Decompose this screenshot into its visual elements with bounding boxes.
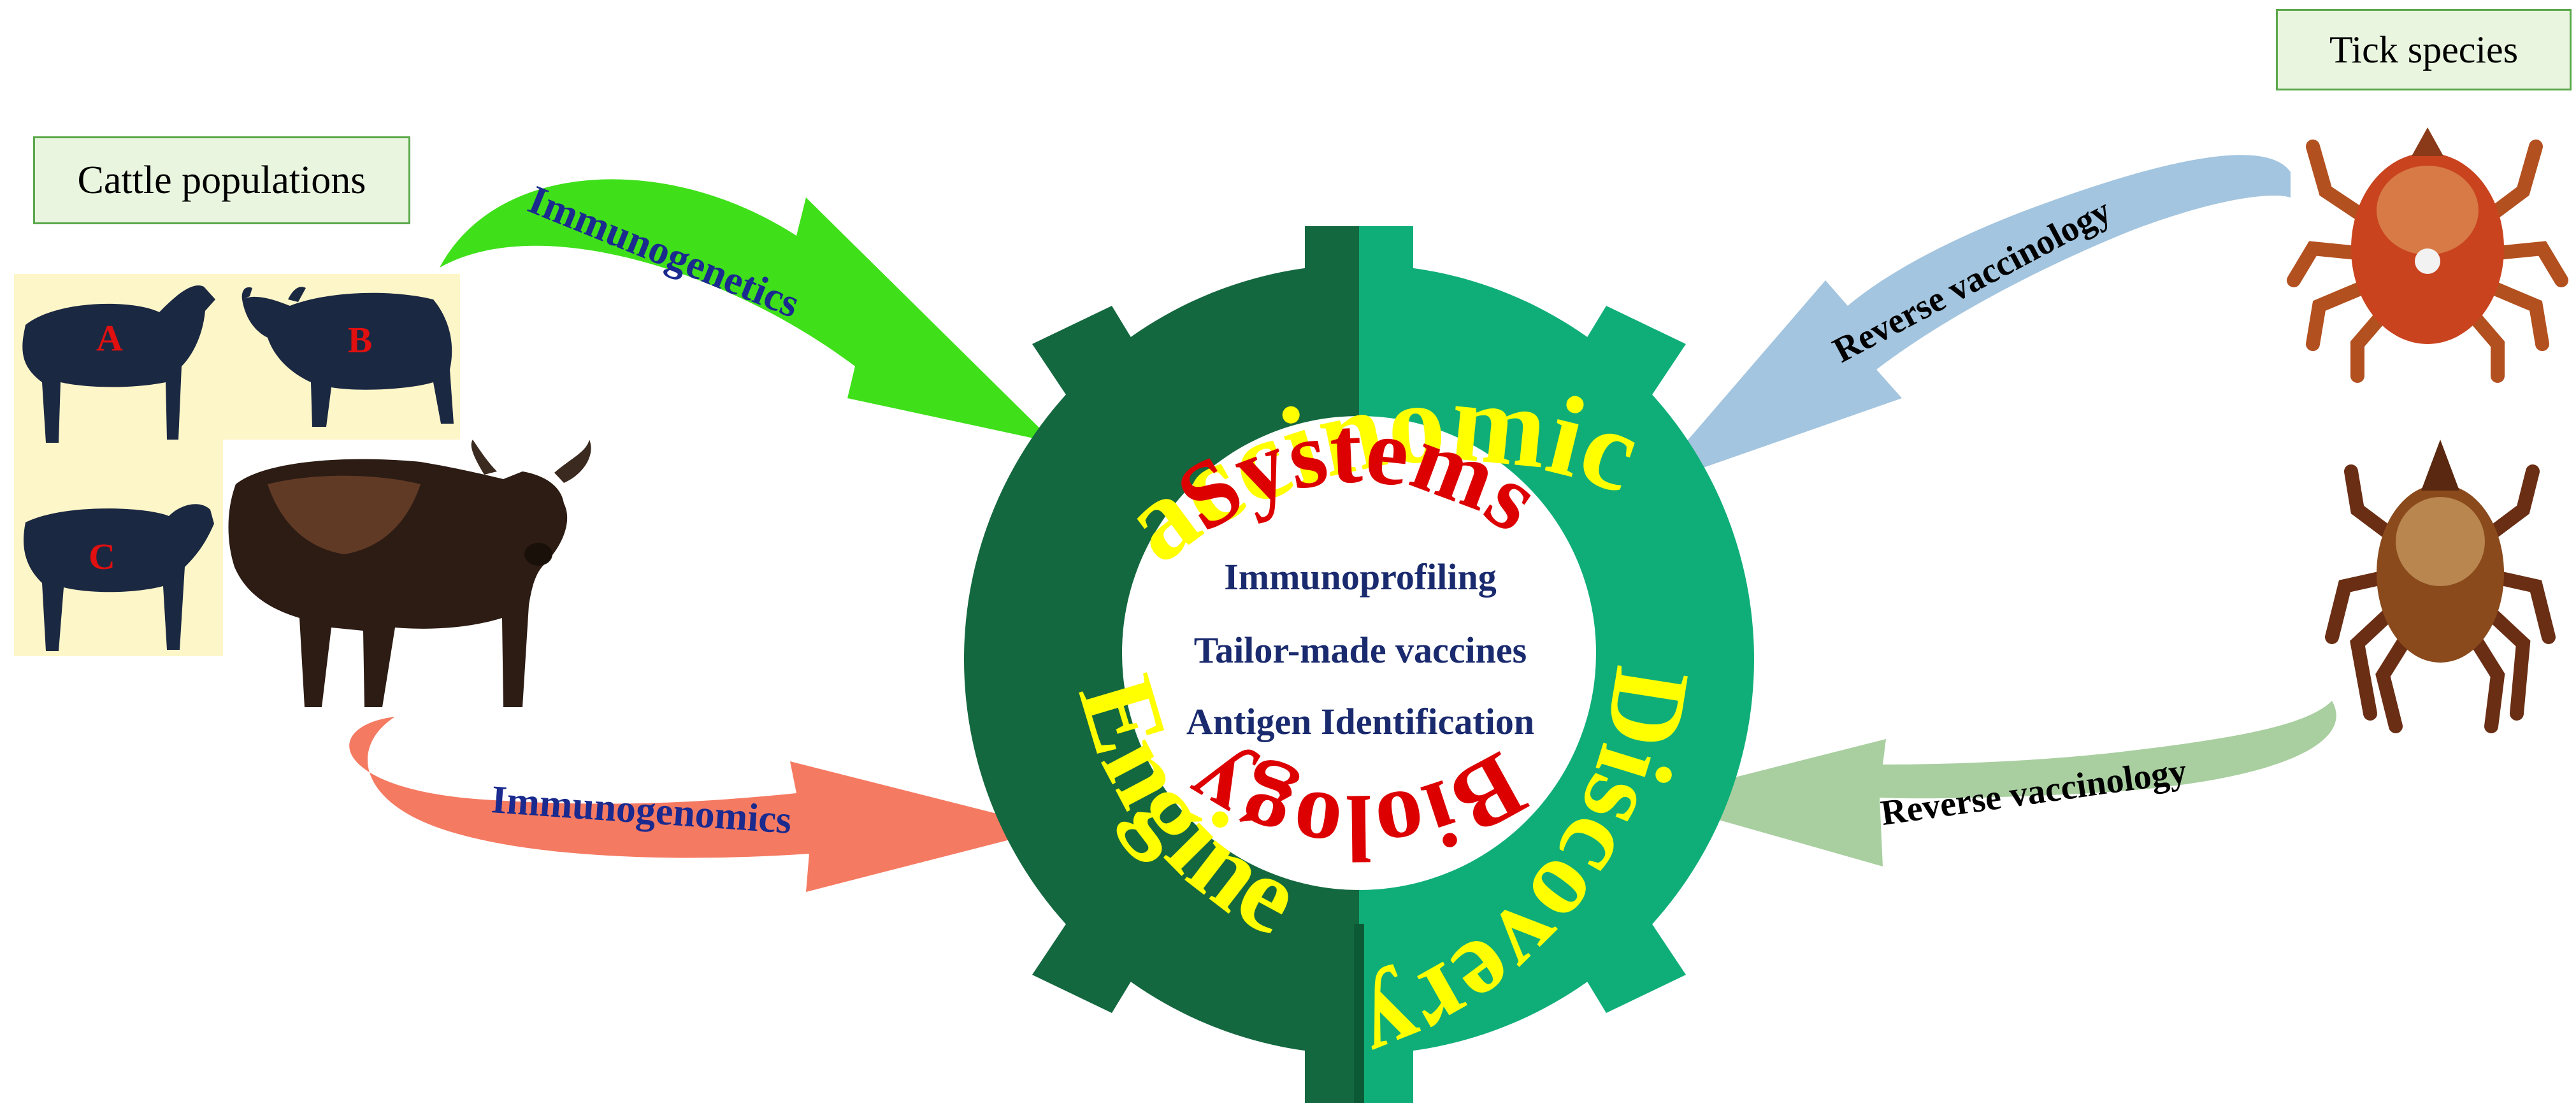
- cow-silhouette-b: [241, 287, 454, 427]
- tick-species-label-box: Tick species: [2276, 9, 2572, 90]
- tick-species-label: Tick species: [2329, 28, 2519, 71]
- gear: [964, 226, 1754, 1103]
- immunogenetics-arrow: [440, 179, 1054, 443]
- cattle-populations-label-box: Cattle populations: [33, 136, 410, 224]
- cow-letter-b: B: [348, 319, 373, 361]
- reverse-vaccinology-top-arrow: [1647, 155, 2291, 487]
- gear-hub: [1122, 416, 1596, 890]
- cow-silhouette-a: [22, 285, 215, 443]
- tick-image-bottom: [2325, 440, 2556, 733]
- gear-divider: [1354, 924, 1364, 1103]
- cow-silhouette-c: [24, 504, 214, 651]
- cow-letter-a: A: [96, 317, 123, 359]
- tick-image-top: [2287, 127, 2568, 383]
- center-line-tailor-made-vaccines: Tailor-made vaccines: [1194, 629, 1527, 671]
- bull-image: [223, 440, 605, 707]
- cattle-populations-label: Cattle populations: [77, 158, 366, 202]
- immunogenomics-arrow: [349, 717, 1055, 892]
- cow-letter-c: C: [89, 536, 115, 577]
- center-line-immunoprofiling: Immunoprofiling: [1224, 556, 1497, 598]
- reverse-vaccinology-top-label: Reverse vaccinology: [1827, 191, 2117, 371]
- center-line-antigen-identification: Antigen Identification: [1186, 701, 1534, 742]
- reverse-vaccinology-bottom-arrow: [1647, 701, 2336, 866]
